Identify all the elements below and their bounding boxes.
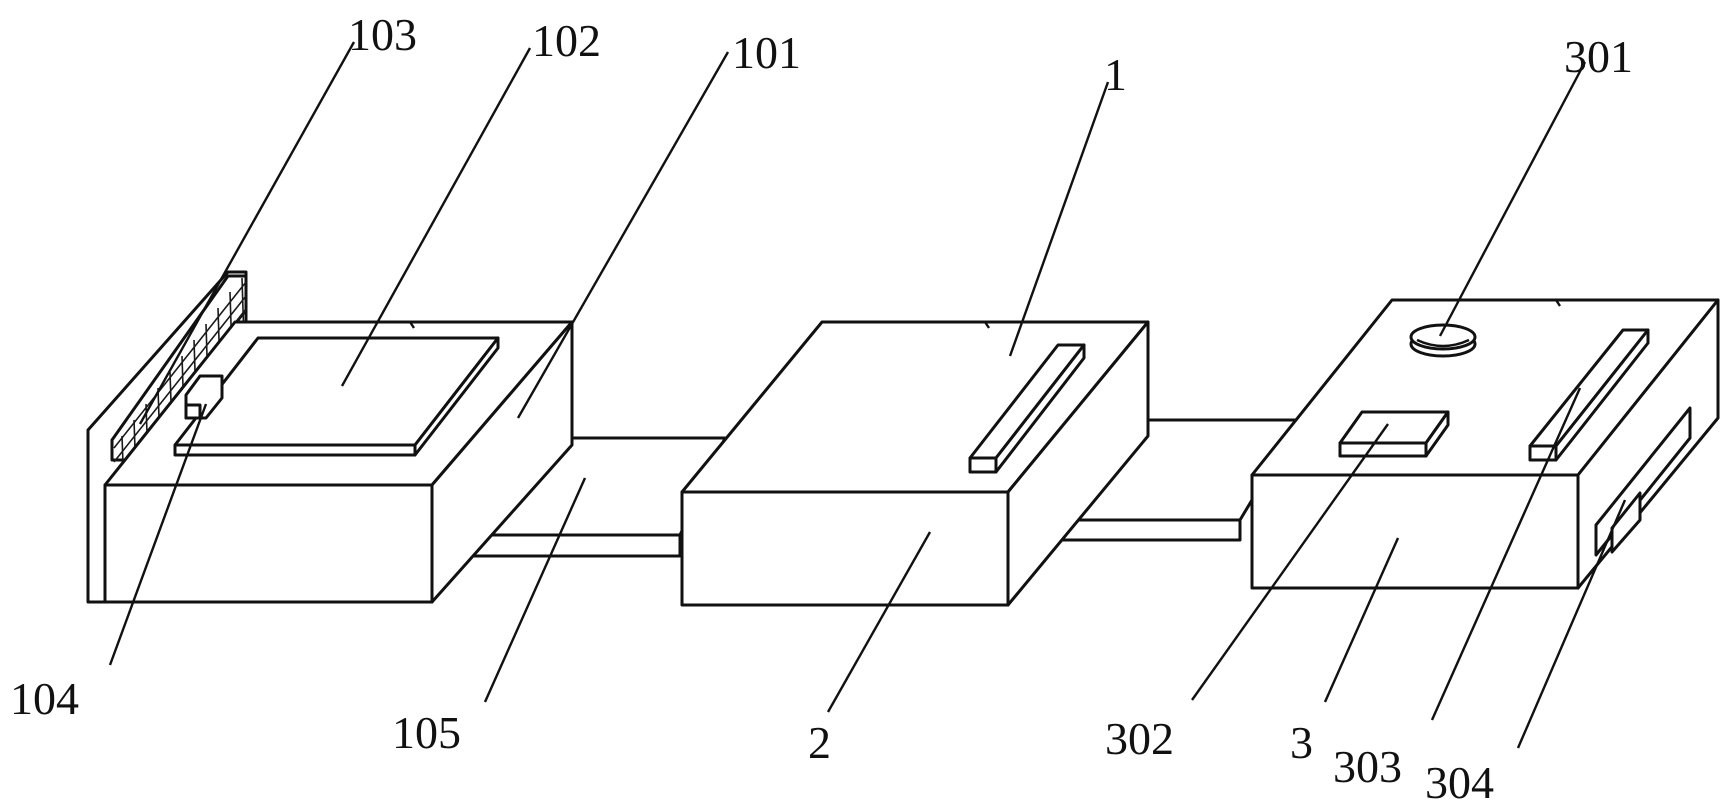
middle-unit-2: [680, 320, 1150, 607]
label-303: 303: [1333, 741, 1402, 792]
label-105: 105: [392, 707, 461, 758]
port-304: [1594, 406, 1692, 557]
front-face-2: [680, 490, 1010, 607]
display-panel-102: [173, 336, 500, 457]
label-104: 104: [10, 673, 79, 724]
front-face-101: [103, 483, 434, 604]
label-304: 304: [1425, 757, 1494, 806]
label-101: 101: [732, 27, 801, 78]
slot-middle: [968, 343, 1086, 474]
label-3: 3: [1290, 717, 1313, 768]
leader-102: [340, 47, 532, 387]
leader-304: [1516, 499, 1627, 749]
leader-2: [826, 531, 932, 713]
leader-302: [1191, 423, 1389, 701]
leader-105: [483, 477, 587, 703]
button-302: [1338, 410, 1450, 458]
label-103: 103: [348, 9, 417, 60]
leader-301: [1438, 61, 1587, 337]
label-1: 1: [1104, 49, 1127, 100]
leader-103: [138, 41, 356, 425]
leader-303: [1430, 387, 1582, 721]
label-2: 2: [808, 717, 831, 768]
leader-1: [1008, 81, 1110, 357]
label-301: 301: [1564, 31, 1633, 82]
leader-104: [108, 403, 208, 666]
front-face-3: [1250, 473, 1580, 590]
label-102: 102: [532, 15, 601, 66]
label-302: 302: [1105, 713, 1174, 764]
right-unit-3: [1250, 298, 1720, 590]
leader-3: [1323, 537, 1400, 703]
leader-lines: [108, 41, 1627, 749]
leader-101: [516, 51, 730, 419]
